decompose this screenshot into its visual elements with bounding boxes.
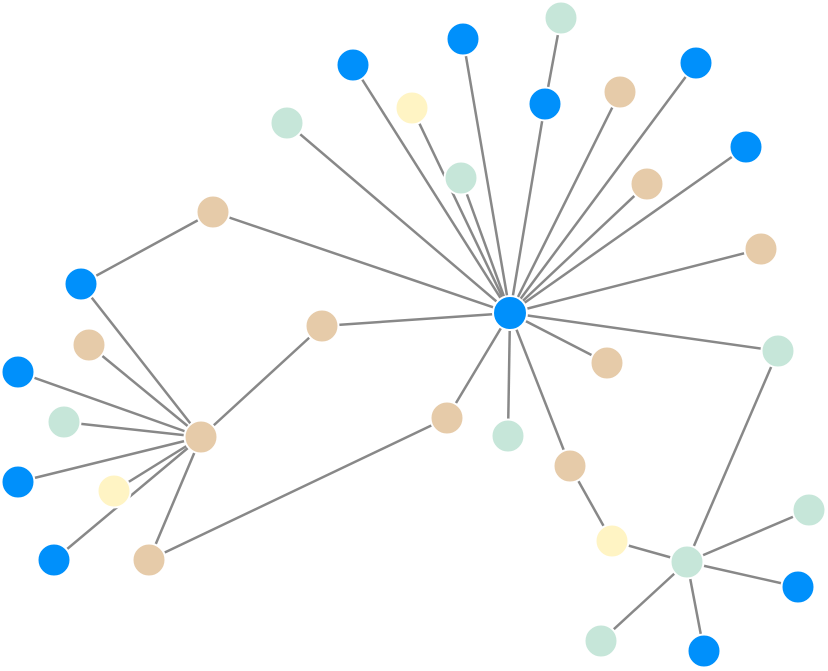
node-n32[interactable] [780,569,816,605]
edge-n24-n21 [17,435,202,484]
edge-hub-n12 [212,210,511,315]
node-n2[interactable] [543,0,579,36]
node-n27[interactable] [36,542,72,578]
edge-n22-n28 [148,416,448,562]
node-n14[interactable] [63,266,99,302]
node-n24[interactable] [0,464,36,500]
edge-hub-n3 [351,64,512,314]
node-n31[interactable] [791,492,827,528]
node-n13[interactable] [743,231,779,267]
node-n28[interactable] [131,542,167,578]
edge-hub-n5 [508,103,547,314]
node-n17[interactable] [760,333,796,369]
node-n4[interactable] [394,90,430,126]
edge-n18-n21 [88,344,202,438]
edge-n15-n21 [200,325,323,438]
edge-hub-n16 [509,311,608,365]
node-n26[interactable] [552,448,588,484]
edge-n12-n14 [80,210,214,286]
node-n5[interactable] [527,86,563,122]
node-n30[interactable] [669,544,705,580]
edge-hub-n1 [461,38,512,314]
node-n25[interactable] [96,473,132,509]
edge-hub-n10 [509,145,747,315]
node-n23[interactable] [490,418,526,454]
edge-hub-n7 [508,62,698,314]
node-n6[interactable] [602,74,638,110]
edge-hub-n8 [286,122,511,314]
node-n29[interactable] [594,523,630,559]
node-n12[interactable] [195,194,231,230]
edge-hub-n17 [509,311,779,353]
edge-hub-n6 [508,91,622,314]
node-n15[interactable] [304,308,340,344]
node-n21[interactable] [183,419,219,455]
node-n10[interactable] [728,129,764,165]
edge-n17-n30 [685,350,780,563]
node-n16[interactable] [589,345,625,381]
edge-hub-n11 [509,183,648,314]
node-n11[interactable] [629,166,665,202]
edge-n20-n21 [63,420,202,439]
node-n20[interactable] [46,404,82,440]
node-n22[interactable] [429,400,465,436]
edge-hub-n4 [410,107,512,314]
node-n1[interactable] [445,21,481,57]
node-n8[interactable] [269,105,305,141]
node-n33[interactable] [583,623,619,659]
edges [17,17,810,652]
edge-hub-n26 [508,312,572,467]
edge-hub-n23 [506,312,512,437]
edge-hub-n13 [509,247,762,315]
edge-n28-n21 [147,436,203,561]
node-n3[interactable] [335,47,371,83]
node-n18[interactable] [71,327,107,363]
edge-n30-n32 [686,560,799,589]
node-hub[interactable] [492,295,528,331]
edge-n30-n31 [686,508,810,564]
node-n7[interactable] [678,45,714,81]
edge-n30-n33 [600,561,688,642]
edge-hub-n9 [459,177,512,314]
node-n34[interactable] [686,633,722,669]
node-n9[interactable] [443,160,479,196]
node-n19[interactable] [0,354,36,390]
edge-hub-n22 [445,312,512,419]
edge-n14-n21 [80,283,202,438]
edge-n19-n21 [17,370,202,439]
edge-hub-n15 [321,311,511,328]
